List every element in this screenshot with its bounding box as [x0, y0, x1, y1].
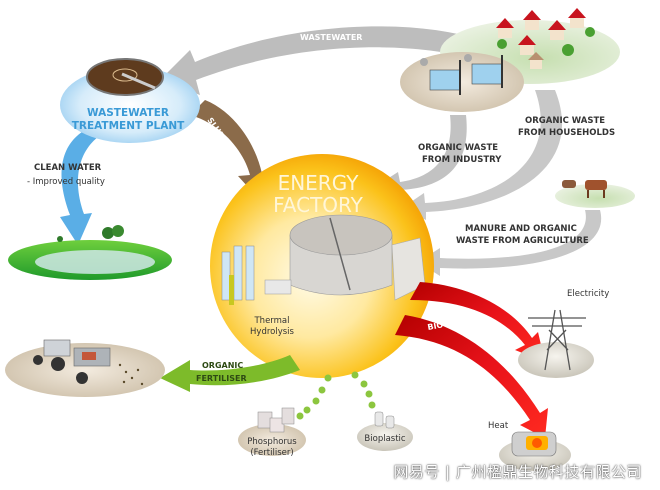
bioplastic-node: Bioplastic [357, 411, 413, 451]
tractor-field [5, 339, 165, 397]
lake-landscape [8, 225, 172, 280]
households-label-2: FROM HOUSEHOLDS [518, 128, 615, 138]
wastewater-arrow: WASTEWATER [160, 26, 480, 95]
fertiliser-label-1: ORGANIC [202, 361, 243, 370]
households-label-1: ORGANIC WASTE [525, 116, 605, 126]
industry-label-2: FROM INDUSTRY [422, 155, 502, 165]
wastewater-treatment-plant: WASTEWATER TREATMENT PLANT [60, 58, 200, 143]
heat-node: Heat [488, 421, 571, 471]
industry-arrow [376, 115, 467, 198]
dotted-path-bioplastic [351, 371, 376, 409]
agriculture-label-2: WASTE FROM AGRICULTURE [456, 236, 589, 246]
cow-icon [562, 180, 607, 198]
bioplastic-label: Bioplastic [364, 434, 405, 444]
clean-water-sublabel: - Improved quality [27, 177, 105, 187]
organic-fertiliser-arrow: ORGANIC FERTILISER [160, 355, 300, 392]
wastewater-arrow-label: WASTEWATER [300, 33, 362, 42]
agriculture-disc [555, 180, 635, 208]
bioplastic-bottles-icon [374, 411, 395, 429]
factory-icon [420, 54, 503, 95]
boiler-icon [511, 431, 557, 457]
phosphorus-label-2: (Fertiliser) [250, 448, 293, 458]
clean-water-arrow [60, 130, 102, 245]
fertiliser-particles [118, 363, 144, 386]
electricity-node: Electricity [518, 289, 609, 378]
thermal-hydrolysis-icon: Thermal Hydrolysis [221, 245, 295, 337]
clean-water-label: CLEAN WATER [34, 163, 102, 173]
phosphorus-containers-icon [257, 407, 295, 433]
watermark: 网易号 | 广州楹鼎生物科技有限公司 [393, 463, 642, 481]
wwtp-label-1: WASTEWATER [87, 107, 169, 119]
industry-label-1: ORGANIC WASTE [418, 143, 498, 153]
agriculture-label-1: MANURE AND ORGANIC [465, 224, 577, 234]
phosphorus-label-1: Phosphorus [247, 437, 297, 447]
phosphorus-node: Phosphorus (Fertiliser) [238, 407, 306, 458]
households-arrow [402, 90, 563, 220]
power-pylon-icon [528, 309, 586, 371]
digester-tank-icon [289, 214, 426, 301]
heat-label: Heat [488, 421, 509, 431]
electricity-label: Electricity [567, 289, 609, 299]
agriculture-arrow [418, 210, 602, 276]
energy-label: ENERGY [278, 171, 360, 195]
wwtp-label-2: TREATMENT PLANT [72, 120, 185, 132]
tractor-icon [33, 339, 111, 384]
fertiliser-label-2: FERTILISER [196, 374, 247, 383]
thermal-label-1: Thermal [253, 316, 289, 326]
industry-disc [400, 52, 524, 112]
houses-icon [496, 8, 595, 69]
factory-label: FACTORY [273, 193, 364, 217]
dotted-path-phosphorus [296, 374, 332, 420]
thermal-label-2: Hydrolysis [250, 327, 295, 337]
